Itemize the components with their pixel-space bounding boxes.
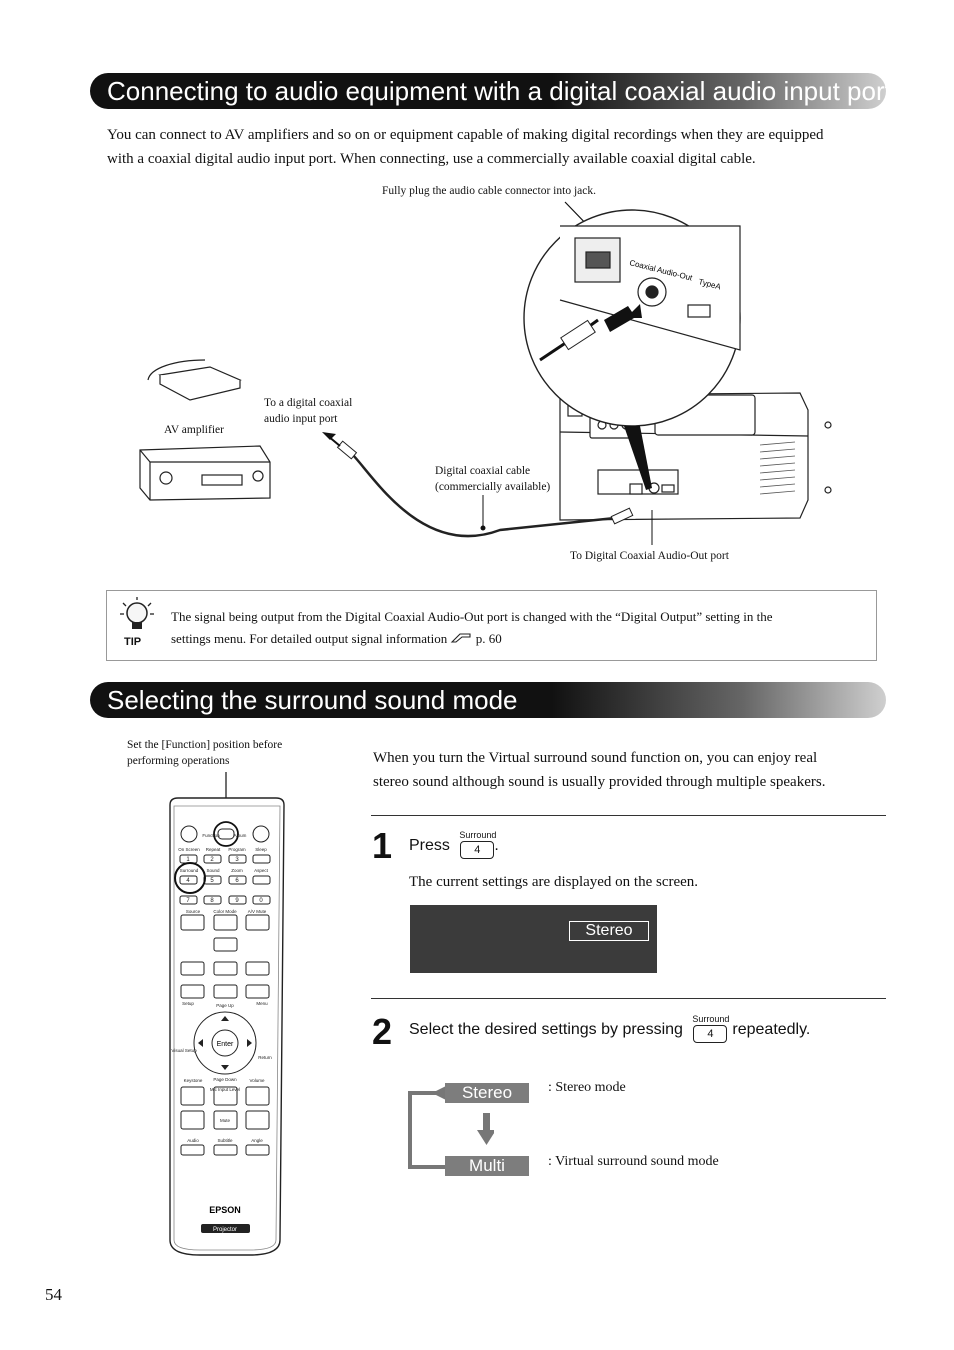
callout-plug: Fully plug the audio cable connector int… [382, 185, 596, 197]
svg-text:Audio: Audio [187, 1138, 199, 1143]
svg-text:0: 0 [259, 898, 263, 904]
svg-text:5: 5 [210, 878, 214, 884]
connection-diagram: Coaxial Audio-Out TypeA [139, 201, 832, 545]
svg-text:Enter: Enter [217, 1041, 234, 1048]
onscreen-mode-value: Stereo [569, 921, 649, 941]
remote-note-2: performing operations [127, 755, 230, 767]
svg-text:4: 4 [186, 878, 190, 884]
intro-line-2: with a coaxial digital audio input port.… [107, 151, 756, 167]
mode-multi-desc: : Virtual surround sound mode [548, 1154, 719, 1169]
svg-text:Keystone: Keystone [184, 1078, 203, 1083]
tip-page-link[interactable]: p. 60 [475, 631, 502, 646]
section-heading-coaxial: Connecting to audio equipment with a dig… [90, 73, 892, 109]
svg-text:Color Mode: Color Mode [213, 909, 237, 914]
onscreen-display: Stereo [410, 905, 657, 973]
remote-note-1: Set the [Function] position before [127, 739, 283, 751]
svg-text:Mic Input Level: Mic Input Level [210, 1087, 240, 1092]
svg-text:Aspect: Aspect [254, 868, 269, 873]
label-cable-2: (commercially available) [435, 481, 551, 493]
svg-text:Program: Program [228, 847, 246, 852]
svg-text:Volume: Volume [249, 1078, 265, 1083]
mode-stereo-desc: : Stereo mode [548, 1080, 626, 1095]
step-1-detail: The current settings are displayed on th… [409, 874, 699, 890]
svg-text:Projector: Projector [213, 1227, 237, 1233]
label-cable-1: Digital coaxial cable [435, 465, 531, 477]
intro-line-1: You can connect to AV amplifiers and so … [107, 127, 824, 143]
svg-text:Subtitle: Subtitle [217, 1138, 233, 1143]
page-number: 54 [45, 1285, 62, 1304]
label-to-input-1: To a digital coaxial [264, 397, 353, 409]
zoomed-jack-panel [559, 225, 741, 351]
svg-text:Album: Album [234, 833, 247, 838]
svg-text:Setup: Setup [182, 1001, 194, 1006]
svg-text:8: 8 [210, 898, 214, 904]
svg-text:EPSON: EPSON [209, 1205, 241, 1215]
remote-control-illustration: Enter EPSON Projector On Screen Repeat P… [169, 772, 285, 1256]
mode-stereo-badge: Stereo [445, 1083, 529, 1103]
svg-text:Menu: Menu [256, 1001, 268, 1006]
svg-text:Page Up: Page Up [216, 1003, 234, 1008]
surround-intro-2: stereo sound although sound is usually p… [373, 774, 826, 790]
svg-text:6: 6 [235, 878, 239, 884]
tip-box: TIP The signal being output from the Dig… [106, 590, 877, 661]
step-2-number: 2 [372, 1011, 393, 1052]
svg-text:Visual Setup: Visual Setup [171, 1048, 197, 1053]
mode-cycle-arrows [408, 1086, 494, 1169]
tip-line-2: settings menu. For detailed output signa… [171, 631, 502, 646]
svg-text:Source: Source [186, 909, 201, 914]
step-2-instruction: Select the desired settings by pressing … [409, 1014, 810, 1043]
svg-text:A/V Mute: A/V Mute [248, 909, 267, 914]
svg-text:3: 3 [235, 857, 239, 863]
page-ref-hand-icon [451, 633, 472, 643]
label-to-output: To Digital Coaxial Audio-Out port [570, 550, 729, 562]
step-1-number: 1 [372, 825, 393, 866]
section-heading-surround: Selecting the surround sound mode [90, 682, 886, 718]
svg-text:2: 2 [210, 857, 214, 863]
lightbulb-icon [120, 597, 154, 629]
svg-text:Angle: Angle [251, 1138, 263, 1143]
svg-text:Return: Return [258, 1055, 272, 1060]
svg-text:Page Down: Page Down [213, 1077, 237, 1082]
mode-multi-badge: Multi [445, 1156, 529, 1176]
svg-text:7: 7 [186, 898, 190, 904]
svg-text:Sleep: Sleep [255, 847, 267, 852]
svg-text:Repeat: Repeat [206, 847, 221, 852]
tip-badge: TIP [124, 636, 142, 648]
svg-text:Surround: Surround [180, 868, 199, 873]
svg-text:Function: Function [202, 833, 220, 838]
svg-text:Zoom: Zoom [231, 868, 243, 873]
svg-text:On Screen: On Screen [178, 847, 200, 852]
label-av-amplifier: AV amplifier [164, 424, 224, 436]
av-amplifier-illustration [139, 359, 271, 501]
svg-text:Sound: Sound [206, 868, 220, 873]
step-2-rule [371, 998, 886, 999]
tip-line-1: The signal being output from the Digital… [171, 609, 773, 624]
surround-intro-1: When you turn the Virtual surround sound… [373, 750, 818, 766]
step-1-rule [371, 815, 886, 816]
svg-text:1: 1 [186, 857, 190, 863]
svg-text:Mute: Mute [220, 1118, 231, 1123]
svg-text:9: 9 [235, 898, 239, 904]
label-to-input-2: audio input port [264, 413, 338, 425]
